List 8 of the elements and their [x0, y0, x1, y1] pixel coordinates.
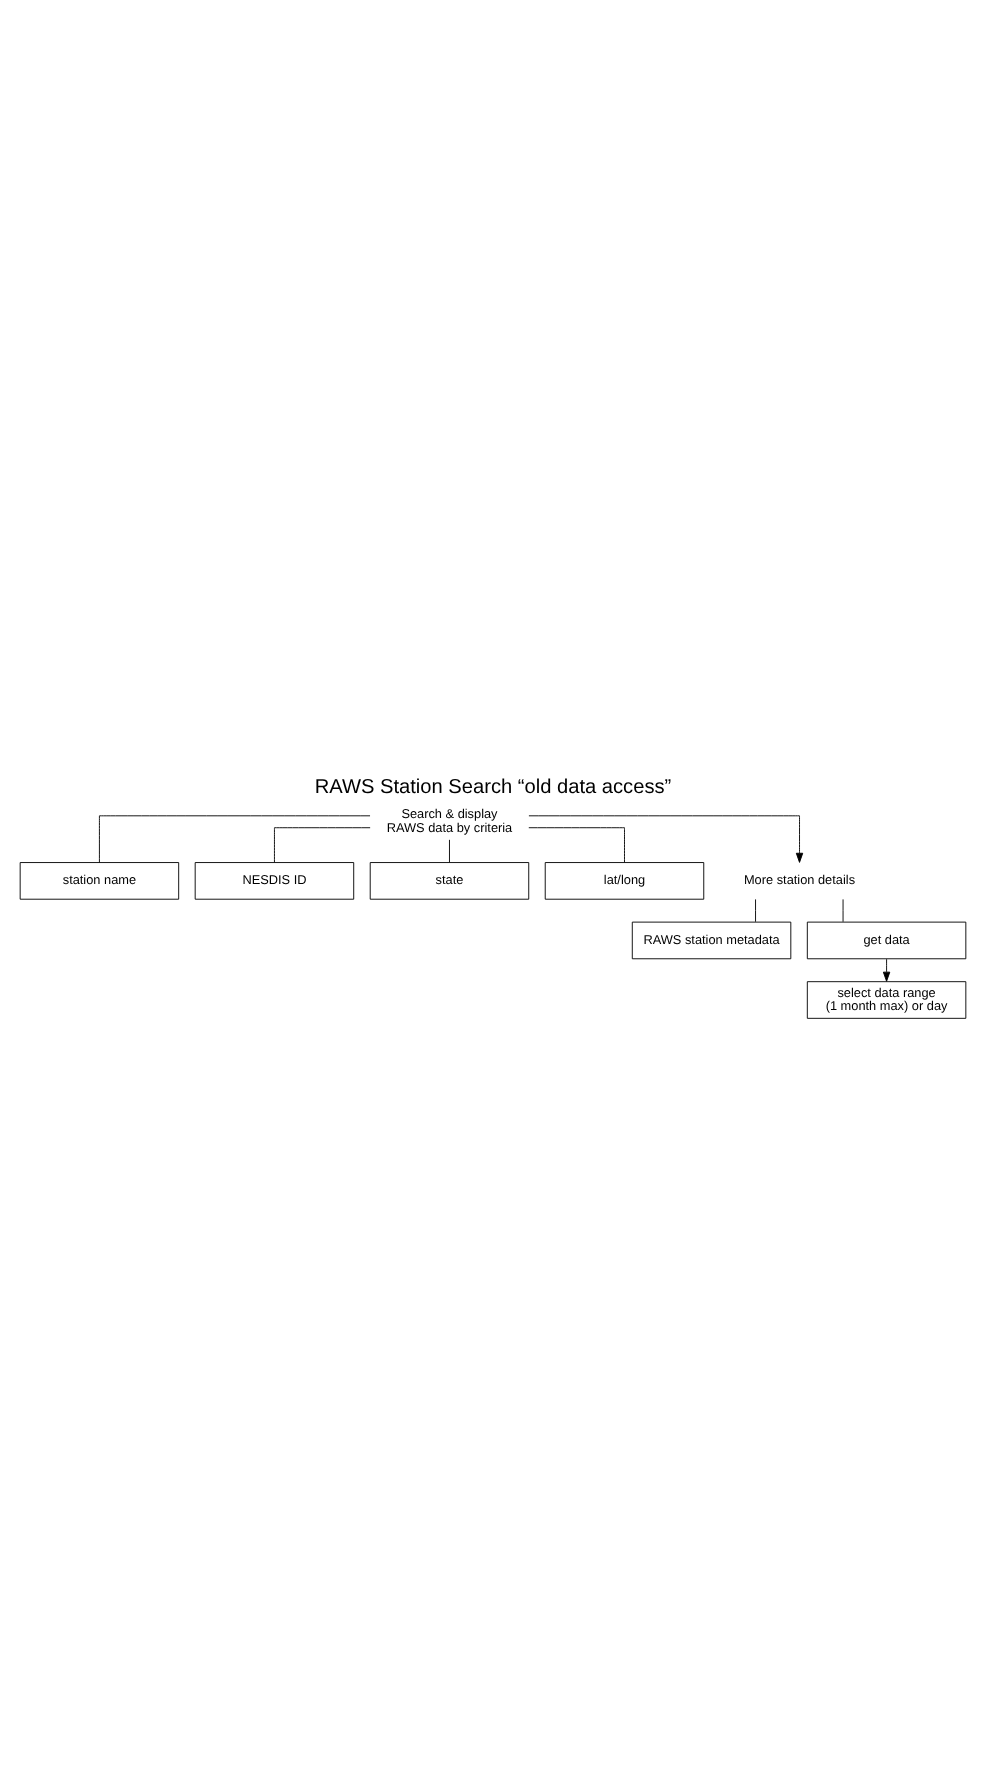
connector [449, 839, 450, 863]
arrow [528, 815, 804, 863]
diagram-title: RAWS Station Search “old data access” [314, 777, 672, 800]
connector [98, 815, 371, 863]
connector [274, 827, 371, 863]
connector [528, 827, 625, 863]
connector [755, 898, 756, 923]
arrow [882, 958, 891, 982]
